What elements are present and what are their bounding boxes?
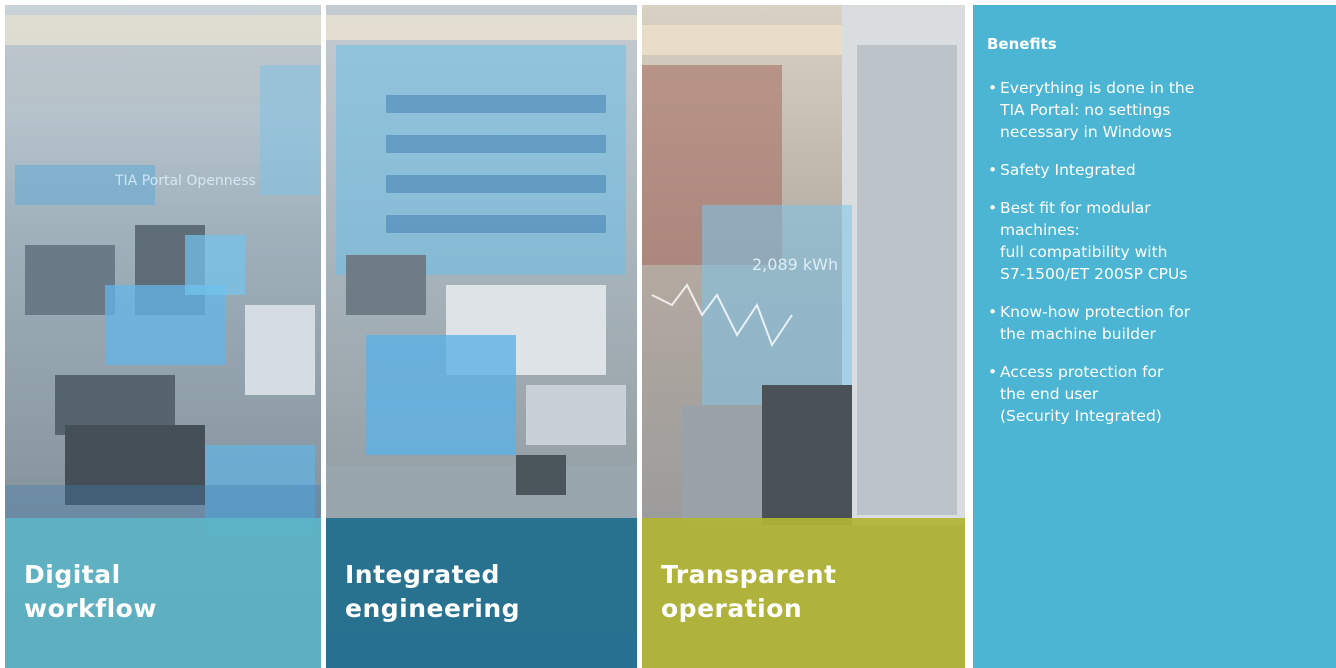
benefit-line: TIA Portal: no settings (1000, 101, 1171, 119)
benefit-line: full compatibility with (1000, 243, 1168, 261)
benefits-list: • Everything is done in the TIA Portal: … (988, 77, 1318, 443)
benefit-item: • Access protection for the end user (Se… (988, 361, 1318, 427)
bullet-icon: • (988, 199, 998, 217)
benefit-line: necessary in Windows (1000, 123, 1172, 141)
benefit-line: Everything is done in the (1000, 79, 1195, 97)
bullet-icon: • (988, 161, 998, 179)
caption-line: workflow (24, 594, 157, 623)
caption-box: Transparent operation (642, 518, 965, 668)
benefit-line: (Security Integrated) (1000, 407, 1162, 425)
benefit-line: the end user (1000, 385, 1099, 403)
bullet-icon: • (988, 363, 998, 381)
caption-line: Integrated (345, 560, 500, 589)
caption-box: Digital workflow (5, 518, 321, 668)
benefit-item: • Safety Integrated (988, 159, 1318, 181)
benefit-line: Know-how protection for (1000, 303, 1191, 321)
benefit-line: the machine builder (1000, 325, 1156, 343)
caption-line: Digital (24, 560, 121, 589)
benefit-line: Access protection for (1000, 363, 1164, 381)
benefits-box: Benefits • Everything is done in the TIA… (973, 5, 1336, 668)
overlay-text: 2,089 kWh (752, 255, 838, 274)
benefit-item: • Best fit for modular machines: full co… (988, 197, 1318, 285)
panel-integrated-engineering: Integrated engineering (326, 5, 637, 668)
benefit-item: • Everything is done in the TIA Portal: … (988, 77, 1318, 143)
panel-transparent-operation: 2,089 kWh Transparent operation (642, 5, 965, 668)
caption-box: Integrated engineering (326, 518, 637, 668)
benefit-line: Best fit for modular (1000, 199, 1151, 217)
benefit-line: Safety Integrated (1000, 161, 1136, 179)
panel-digital-workflow: TIA Portal Openness Digital workflow (5, 5, 321, 668)
benefit-line: S7-1500/ET 200SP CPUs (1000, 265, 1188, 283)
caption-line: engineering (345, 594, 521, 623)
caption-line: Transparent (661, 560, 837, 589)
caption-line: operation (661, 594, 803, 623)
benefit-item: • Know-how protection for the machine bu… (988, 301, 1318, 345)
benefits-title: Benefits (987, 35, 1057, 53)
factory-floor-photo: TIA Portal Openness (5, 5, 321, 668)
bullet-icon: • (988, 79, 998, 97)
benefit-line: machines: (1000, 221, 1080, 239)
bullet-icon: • (988, 303, 998, 321)
overlay-text: TIA Portal Openness (114, 173, 256, 189)
